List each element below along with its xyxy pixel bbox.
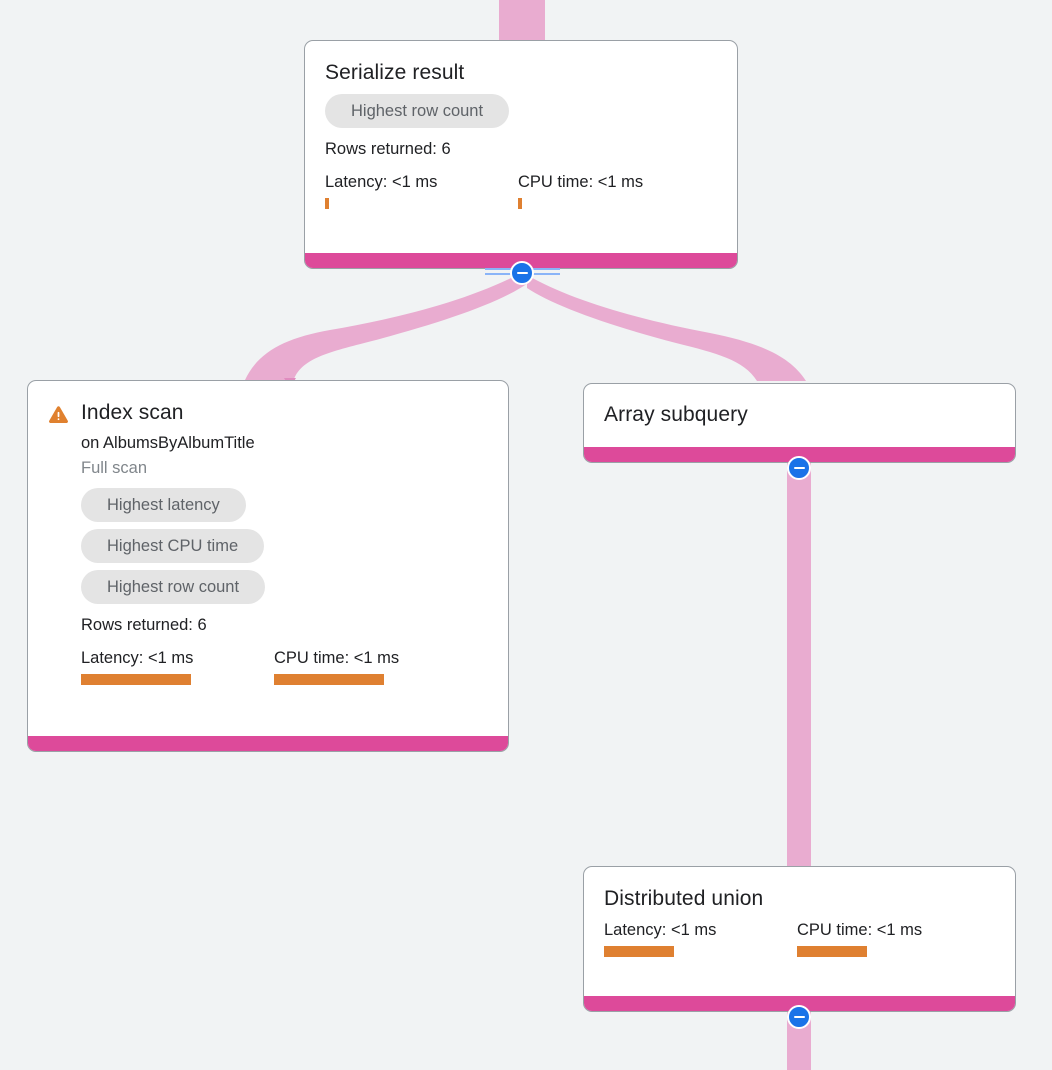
node-accent-bar — [305, 253, 737, 268]
metric-latency-bar — [325, 198, 329, 209]
node-title-row: Array subquery — [604, 401, 995, 429]
metric-cpu-time-label: CPU time: <1 ms — [797, 921, 923, 939]
multi-child-lines-right — [530, 268, 560, 275]
edge-serialize-to-array-subquery — [527, 275, 806, 381]
metric-latency: Latency: <1 ms — [81, 647, 274, 685]
node-body: Array subquery — [584, 384, 1015, 447]
metric-latency-bar-track — [604, 946, 797, 957]
minus-circle-icon — [516, 271, 528, 275]
chip-highest-cpu-time[interactable]: Highest CPU time — [81, 529, 265, 563]
plan-node-index-scan[interactable]: Index scan on AlbumsByAlbumTitle Full sc… — [27, 380, 509, 752]
metric-latency-bar — [604, 946, 674, 957]
metric-latency-label: Latency: <1 ms — [81, 649, 194, 667]
metric-cpu-time-bar-track — [274, 674, 399, 685]
rows-returned-label: Rows returned: 6 — [81, 616, 207, 634]
metric-cpu-time-label: CPU time: <1 ms — [518, 173, 644, 191]
node-title: Index scan — [81, 401, 184, 424]
warning-triangle-icon — [49, 406, 68, 423]
node-scan-type: Full scan — [81, 459, 148, 477]
chip-highest-latency[interactable]: Highest latency — [81, 488, 246, 522]
plan-node-serialize-result[interactable]: Serialize result Highest row count Rows … — [304, 40, 738, 269]
edge-array-subquery-to-distributed-union — [787, 462, 811, 866]
metric-cpu-time: CPU time: <1 ms — [797, 919, 922, 957]
node-accent-bar — [28, 736, 508, 751]
node-chip-list: Highest latency Highest CPU time Highest… — [81, 488, 488, 604]
rows-returned-label: Rows returned: 6 — [325, 140, 451, 158]
metric-cpu-time-bar-track — [518, 198, 643, 209]
edge-incoming-root — [499, 0, 545, 42]
chip-highest-row-count[interactable]: Highest row count — [325, 94, 510, 128]
node-accent-bar — [584, 447, 1015, 462]
plan-node-distributed-union[interactable]: Distributed union Latency: <1 ms CPU tim… — [583, 866, 1016, 1012]
node-body: Distributed union Latency: <1 ms CPU tim… — [584, 867, 1015, 996]
minus-circle-icon — [793, 466, 805, 470]
node-subtitle: on AlbumsByAlbumTitle — [81, 434, 255, 452]
chip-highest-row-count[interactable]: Highest row count — [81, 570, 266, 604]
node-title-row: Distributed union — [604, 885, 995, 913]
metric-cpu-time-bar — [797, 946, 867, 957]
collapse-toggle-serialize-result[interactable] — [510, 261, 534, 285]
metric-latency-label: Latency: <1 ms — [325, 173, 438, 191]
node-chip-list: Highest row count — [325, 94, 717, 128]
node-accent-bar — [584, 996, 1015, 1011]
metric-cpu-time-bar — [274, 674, 384, 685]
node-title-row: Serialize result — [325, 59, 717, 87]
node-title: Distributed union — [604, 887, 764, 910]
metric-latency: Latency: <1 ms — [604, 919, 797, 957]
metric-cpu-time: CPU time: <1 ms — [518, 171, 643, 209]
node-metrics: Latency: <1 ms CPU time: <1 ms — [81, 647, 488, 685]
metric-latency-bar-track — [325, 198, 518, 209]
node-title: Serialize result — [325, 61, 465, 84]
node-metrics: Latency: <1 ms CPU time: <1 ms — [325, 171, 717, 209]
node-metrics: Latency: <1 ms CPU time: <1 ms — [604, 919, 995, 957]
minus-circle-icon — [793, 1015, 805, 1019]
collapse-toggle-array-subquery[interactable] — [787, 456, 811, 480]
node-title: Array subquery — [604, 403, 748, 426]
metric-cpu-time-label: CPU time: <1 ms — [274, 649, 400, 667]
metric-latency-bar — [81, 674, 191, 685]
node-title-row: Index scan — [48, 399, 488, 427]
node-body: Index scan on AlbumsByAlbumTitle Full sc… — [28, 381, 508, 736]
metric-cpu-time-bar — [518, 198, 522, 209]
metric-latency: Latency: <1 ms — [325, 171, 518, 209]
metric-latency-bar-track — [81, 674, 274, 685]
metric-cpu-time: CPU time: <1 ms — [274, 647, 399, 685]
metric-latency-label: Latency: <1 ms — [604, 921, 717, 939]
plan-node-array-subquery[interactable]: Array subquery — [583, 383, 1016, 463]
node-body: Serialize result Highest row count Rows … — [305, 41, 737, 253]
edge-serialize-to-index-scan — [245, 272, 528, 382]
metric-cpu-time-bar-track — [797, 946, 922, 957]
collapse-toggle-distributed-union[interactable] — [787, 1005, 811, 1029]
